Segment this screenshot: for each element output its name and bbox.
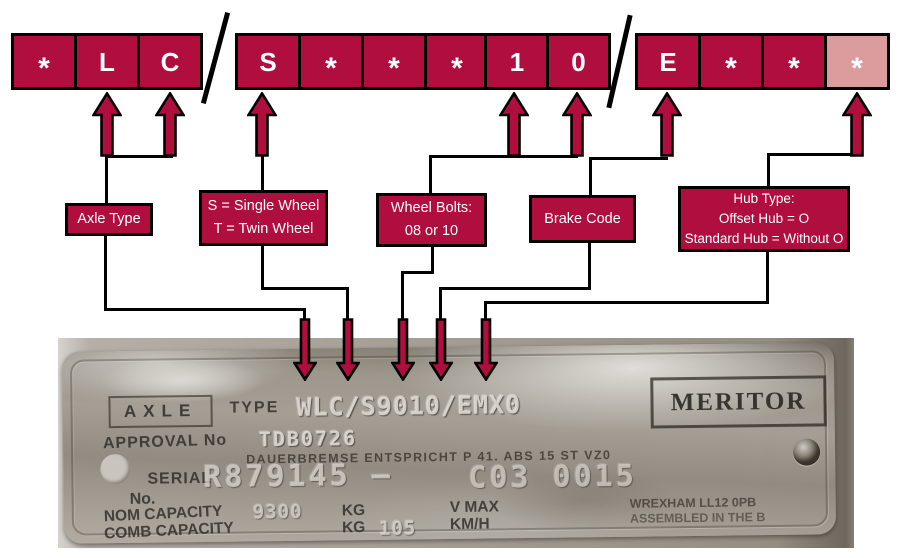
connector-line	[104, 308, 306, 311]
down-arrow-icon	[429, 318, 453, 381]
rivet-hole-right	[792, 438, 821, 466]
up-arrow-icon	[842, 92, 872, 157]
label-wheel-bolts: Wheel Bolts: 08 or 10	[376, 193, 487, 247]
code-char: *	[388, 51, 400, 85]
connector-line	[589, 157, 668, 160]
vmax-label: V MAX	[449, 498, 499, 516]
connector-line	[261, 245, 264, 290]
label-line: Offset Hub = O	[718, 211, 810, 226]
serial-value2-stamp: C03 0015	[468, 458, 638, 496]
label-line: T = Twin Wheel	[213, 221, 314, 237]
down-arrow-icon	[474, 318, 498, 381]
code-char: E	[659, 46, 677, 77]
connector-line	[401, 271, 434, 274]
assembled-line: ASSEMBLED IN THE B	[629, 510, 766, 526]
label-line: S = Single Wheel	[207, 198, 320, 214]
approval-value-stamp: TDB0726	[258, 426, 358, 452]
code-char: *	[725, 51, 737, 85]
connector-line	[104, 235, 107, 311]
connector-line	[105, 155, 173, 158]
code-box: *	[298, 33, 364, 90]
connector-line	[401, 271, 404, 321]
axle-plate-photo: AXLE TYPE WLC/S9010/EMX0 MERITOR APPROVA…	[58, 338, 854, 548]
code-char: S	[259, 46, 277, 77]
address-line: WREXHAM LL12 0PB	[629, 495, 757, 511]
label-line: Brake Code	[544, 210, 621, 227]
connector-line	[589, 157, 592, 196]
kmh-label: KM/H	[449, 515, 490, 533]
connector-line	[346, 287, 349, 321]
code-box: *	[361, 33, 427, 90]
connector-line	[261, 155, 264, 191]
code-char: L	[99, 46, 115, 77]
meritor-plate: AXLE TYPE WLC/S9010/EMX0 MERITOR APPROVA…	[61, 342, 837, 544]
serial-value-stamp: R879145 —	[203, 457, 394, 496]
code-char: 0	[571, 46, 586, 77]
plate-texture	[61, 342, 837, 544]
connector-line	[484, 301, 487, 321]
code-char: *	[788, 51, 800, 85]
connector-line	[429, 155, 432, 194]
connector-line	[431, 247, 434, 274]
code-box: *	[698, 33, 764, 90]
speed-value: 105	[378, 517, 417, 540]
label-line: Hub Type:	[733, 191, 795, 206]
label-line: Wheel Bolts:	[390, 200, 473, 216]
up-arrow-icon	[562, 92, 592, 157]
axle-label: AXLE	[123, 401, 198, 421]
connector-line	[303, 308, 306, 321]
down-arrow-icon	[293, 318, 317, 381]
down-arrow-icon	[391, 318, 415, 381]
label-hub-type: Hub Type: Offset Hub = O Standard Hub = …	[678, 186, 850, 252]
label-wheel-type: S = Single Wheel T = Twin Wheel	[199, 190, 328, 246]
up-arrow-icon	[155, 92, 185, 157]
connector-line	[105, 155, 108, 204]
code-char: 1	[509, 46, 525, 77]
connector-line	[429, 155, 578, 158]
nom-capacity-value: 9300	[252, 500, 303, 524]
up-arrow-icon	[652, 92, 682, 157]
code-char: *	[38, 51, 50, 85]
code-box: S	[235, 33, 301, 90]
kg-label-1: KG	[341, 502, 366, 520]
label-line: 08 or 10	[404, 223, 459, 239]
down-arrow-icon	[336, 318, 360, 381]
connector-line	[439, 287, 591, 290]
up-arrow-icon	[247, 92, 277, 157]
label-brake-code: Brake Code	[529, 195, 636, 243]
axle-stamp-box: AXLE	[108, 394, 213, 429]
code-box: *	[424, 33, 490, 90]
slash-separator	[200, 11, 231, 105]
brand-name: MERITOR	[670, 387, 807, 416]
connector-line	[767, 153, 770, 187]
code-box: *	[761, 33, 827, 90]
code-box: C	[137, 33, 203, 90]
code-char: *	[851, 51, 863, 85]
connector-line	[767, 153, 858, 156]
connector-line	[261, 287, 349, 290]
label-axle-type: Axle Type	[65, 203, 153, 236]
code-box: 1	[484, 33, 550, 90]
code-box: 0	[546, 33, 611, 90]
kg-label-2: KG	[341, 519, 366, 537]
code-char: C	[160, 46, 180, 77]
connector-line	[588, 243, 591, 290]
code-box-highlighted: *	[824, 33, 890, 90]
connector-line	[766, 252, 769, 304]
meritor-logo: MERITOR	[650, 375, 827, 429]
connector-line	[484, 301, 769, 304]
type-label: TYPE	[229, 399, 280, 417]
code-box: L	[74, 33, 140, 90]
up-arrow-icon	[92, 92, 122, 157]
up-arrow-icon	[499, 92, 529, 157]
label-line: Standard Hub = Without O	[684, 231, 844, 246]
code-char: *	[325, 51, 337, 85]
code-box: E	[635, 33, 701, 90]
label-line: Axle Type	[77, 211, 141, 227]
code-char: *	[451, 51, 463, 85]
type-value-stamp: WLC/S9010/EMX0	[296, 390, 522, 422]
connector-line	[439, 287, 442, 321]
approval-label: APPROVAL No	[102, 431, 228, 453]
code-box: *	[11, 33, 77, 90]
